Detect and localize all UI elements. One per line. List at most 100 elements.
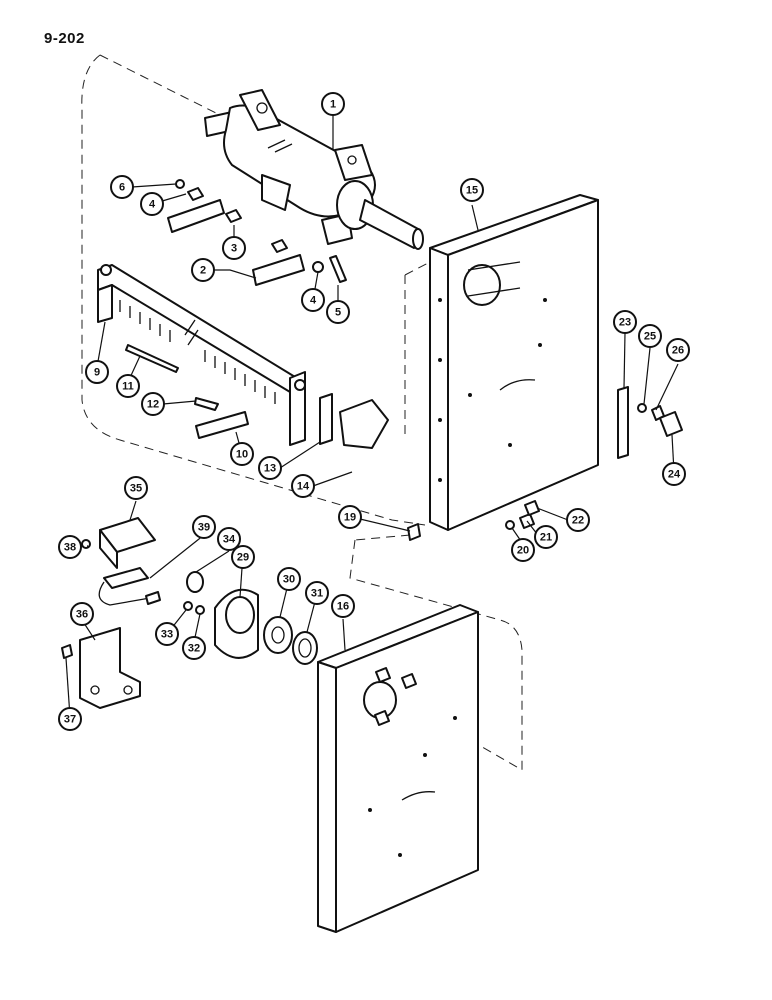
callout-circle	[666, 338, 690, 362]
callout-c15: 15	[460, 178, 484, 202]
callout-circle	[124, 476, 148, 500]
callout-c22: 22	[566, 508, 590, 532]
callout-circle	[291, 474, 315, 498]
callout-c2: 2	[191, 258, 215, 282]
washer-6	[175, 179, 185, 189]
callout-c35: 35	[124, 476, 148, 500]
callout-number: 2	[200, 265, 206, 277]
strap-23	[617, 386, 629, 459]
washer-33	[183, 601, 193, 611]
sensor-39	[103, 567, 149, 589]
callout-c38: 38	[58, 535, 82, 559]
callout-c4a: 4	[140, 192, 164, 216]
bolt-5	[329, 255, 347, 283]
callout-circle	[155, 622, 179, 646]
deflector-plate-14	[339, 399, 389, 449]
washer-4-lower	[312, 261, 324, 273]
callout-circle	[182, 636, 206, 660]
callout-number: 21	[540, 532, 552, 544]
callout-circle	[331, 594, 355, 618]
callout-c6: 6	[110, 175, 134, 199]
callout-number: 39	[198, 522, 210, 534]
callout-circle	[58, 707, 82, 731]
shaft-hardware	[167, 179, 347, 286]
callout-c1: 1	[321, 92, 345, 116]
callout-circle	[140, 192, 164, 216]
callout-number: 11	[122, 381, 134, 393]
callout-number: 31	[311, 588, 323, 600]
callout-c32: 32	[182, 636, 206, 660]
bar-plate-upper	[167, 199, 225, 233]
callout-number: 37	[64, 714, 76, 726]
callout-circle	[534, 525, 558, 549]
side-panel-upper	[429, 194, 599, 531]
callout-circle	[141, 392, 165, 416]
callout-number: 29	[237, 552, 249, 564]
callout-number: 15	[466, 185, 478, 197]
callout-circle	[258, 456, 282, 480]
callout-c21: 21	[534, 525, 558, 549]
strap-13	[319, 393, 333, 445]
sensor-bracket-assembly	[61, 517, 161, 709]
callout-number: 22	[572, 515, 584, 527]
page-number-label: 9-202	[44, 30, 85, 47]
nut-4-upper	[187, 187, 204, 201]
callout-c37: 37	[58, 707, 82, 731]
side-panel-lower	[317, 604, 479, 933]
callout-c9: 9	[85, 360, 109, 384]
callout-circle	[110, 175, 134, 199]
callout-number: 19	[344, 512, 356, 524]
callout-circle	[460, 178, 484, 202]
screw-37	[61, 644, 73, 659]
callout-c36: 36	[70, 602, 94, 626]
washer-20	[505, 520, 515, 530]
callout-number: 13	[264, 463, 276, 475]
callout-number: 24	[668, 469, 681, 481]
callout-c5: 5	[326, 300, 350, 324]
rod-11	[125, 344, 179, 373]
upper-assembly-dashed-outline	[81, 54, 431, 526]
bolt-19	[407, 523, 421, 541]
callout-circle	[277, 567, 301, 591]
callout-c3: 3	[222, 236, 246, 260]
callout-c12: 12	[141, 392, 165, 416]
callout-number: 26	[672, 345, 684, 357]
callout-number: 10	[236, 449, 248, 461]
callout-number: 6	[119, 182, 125, 194]
callout-circle	[58, 535, 82, 559]
callout-number: 3	[231, 243, 237, 255]
callout-c24: 24	[662, 462, 686, 486]
callout-number: 36	[76, 609, 88, 621]
callout-number: 4	[149, 199, 156, 211]
callout-number: 9	[94, 367, 100, 379]
callout-number: 20	[517, 545, 529, 557]
nut-3-lower	[271, 239, 288, 253]
callout-c23: 23	[613, 310, 637, 334]
callout-markers: 1234456910111213141516192021222324252629…	[58, 92, 690, 731]
nut-38	[81, 539, 91, 549]
callout-number: 35	[130, 483, 142, 495]
callout-circle	[70, 602, 94, 626]
nut-3-upper	[225, 209, 242, 223]
callout-number: 32	[188, 643, 200, 655]
knob-24	[659, 411, 683, 437]
strip-10	[195, 411, 249, 439]
callout-circle	[230, 442, 254, 466]
callout-c29: 29	[231, 545, 255, 569]
seal-31	[292, 631, 318, 665]
callout-c26: 26	[666, 338, 690, 362]
callout-circle	[85, 360, 109, 384]
callout-c20: 20	[511, 538, 535, 562]
panel-hardware	[407, 386, 683, 541]
callout-number: 25	[644, 331, 656, 343]
collar-34	[186, 571, 204, 593]
callout-number: 1	[330, 99, 336, 111]
callout-c10: 10	[230, 442, 254, 466]
callout-c33: 33	[155, 622, 179, 646]
callout-number: 4	[310, 295, 317, 307]
callout-c13: 13	[258, 456, 282, 480]
callout-circle	[321, 92, 345, 116]
slotted-bar-assembly	[97, 264, 306, 446]
